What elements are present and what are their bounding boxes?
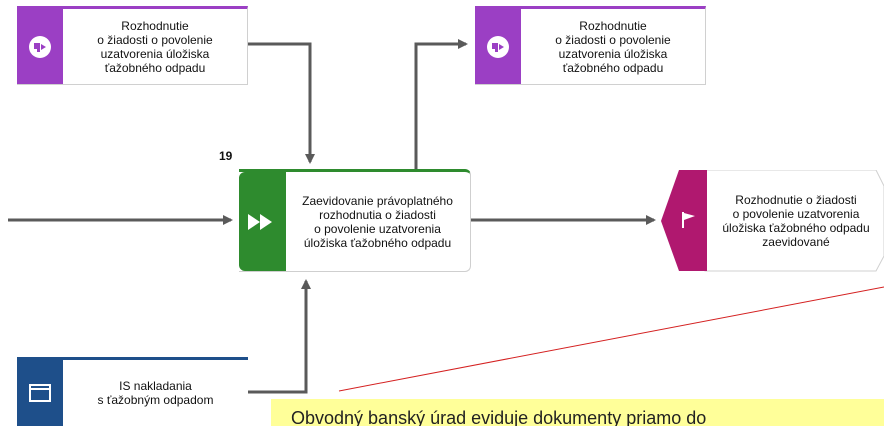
document-node-band (17, 9, 63, 84)
comment-note[interactable]: Obvodný banský úrad eviduje dokumenty pr… (271, 399, 884, 426)
event-node[interactable]: Rozhodnutie o žiadosti o povolenie uzatv… (661, 170, 884, 272)
document-node-output[interactable]: Rozhodnutie o žiadosti o povolenie uzatv… (475, 6, 706, 85)
it-system-node-band (17, 360, 63, 426)
comment-note-text: Obvodný banský úrad eviduje dokumenty pr… (291, 408, 707, 426)
connector-function-to-doc-out[interactable] (414, 39, 468, 169)
function-node[interactable]: Zaevidovanie právoplatného rozhodnutia o… (239, 169, 471, 272)
it-system-node-label: IS nakladania s ťažobným odpadom (97, 379, 214, 407)
window-icon (29, 384, 51, 407)
connector-doc-to-function[interactable] (248, 42, 315, 164)
step-number: 19 (219, 149, 233, 163)
function-node-label: Zaevidovanie právoplatného rozhodnutia o… (302, 193, 453, 250)
document-node-label: Rozhodnutie o žiadosti o povolenie uzatv… (97, 18, 213, 75)
note-pointer-line (338, 286, 884, 392)
it-system-node[interactable]: IS nakladania s ťažobným odpadom (17, 357, 248, 426)
connector-system-to-function[interactable] (248, 279, 311, 394)
document-node-label: Rozhodnutie o žiadosti o povolenie uzatv… (555, 18, 671, 75)
document-node-input[interactable]: Rozhodnutie o žiadosti o povolenie uzatv… (17, 6, 248, 85)
function-node-band (239, 172, 286, 271)
document-node-band (475, 9, 521, 84)
event-node-shape (661, 170, 884, 272)
document-decision-icon (29, 35, 51, 58)
document-decision-icon (487, 35, 509, 58)
fast-forward-icon (248, 213, 274, 235)
event-node-label: Rozhodnutie o žiadosti o povolenie uzatv… (722, 193, 870, 249)
